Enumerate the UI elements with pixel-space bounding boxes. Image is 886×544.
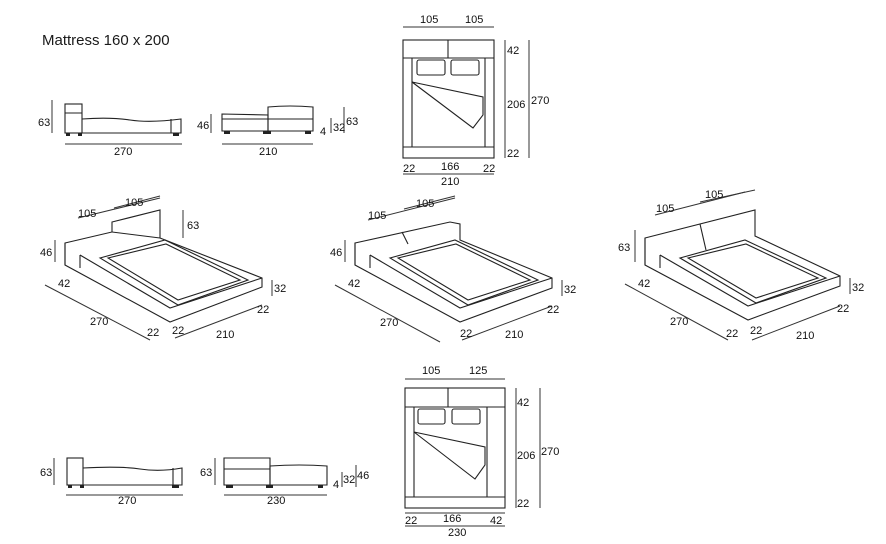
dim-label: 42 [58, 278, 70, 290]
dim-label: 105 [705, 189, 723, 201]
dim-label: 42 [638, 278, 650, 290]
dim-label: 42 [507, 45, 519, 57]
dim-label: 32 [564, 284, 576, 296]
dim-label: 166 [441, 161, 459, 173]
dim-label: 230 [267, 495, 285, 507]
side-view-1: 63 270 [38, 100, 182, 158]
pillow-shape [450, 59, 480, 76]
duvet-fold-shape [413, 431, 486, 480]
plan-view-1: 105 105 42 206 22 270 22 166 22 210 [402, 14, 549, 188]
dim-label: 46 [40, 247, 52, 259]
dim-label: 270 [380, 317, 398, 329]
dim-label: 42 [490, 515, 502, 527]
dim-label: 105 [422, 365, 440, 377]
dim-label: 63 [618, 242, 630, 254]
dim-label: 105 [656, 203, 674, 215]
dim-label: 22 [172, 325, 184, 337]
dim-label: 22 [837, 303, 849, 315]
dim-label: 22 [547, 304, 559, 316]
dim-label: 166 [443, 513, 461, 525]
dim-label: 22 [405, 515, 417, 527]
dim-label: 22 [517, 498, 529, 510]
plan-view-2: 105 125 42 206 22 270 22 166 42 230 [404, 365, 559, 539]
dim-label: 4 [320, 126, 326, 138]
dim-label: 22 [507, 148, 519, 160]
dim-label: 42 [348, 278, 360, 290]
dim-label: 105 [78, 208, 96, 220]
side-view-3: 63 270 [40, 457, 183, 507]
dim-label: 270 [114, 146, 132, 158]
dim-label: 105 [416, 198, 434, 210]
high-headboard-shape [223, 457, 271, 486]
dim-label: 230 [448, 527, 466, 539]
pillow-shape [451, 408, 481, 425]
dim-label: 22 [726, 328, 738, 340]
bed-base-shape [82, 466, 183, 486]
dim-label: 42 [517, 397, 529, 409]
dim-label: 63 [200, 467, 212, 479]
page-title: Mattress 160 x 200 [42, 32, 170, 49]
side-view-2: 46 4 32 63 210 [197, 105, 358, 158]
pillow-shape [416, 59, 446, 76]
dim-label: 125 [469, 365, 487, 377]
dim-label: 105 [368, 210, 386, 222]
iso-view-2: 105 105 46 42 270 22 32 22 210 [330, 195, 576, 343]
dim-label: 22 [750, 325, 762, 337]
dim-label: 46 [330, 247, 342, 259]
pillow-shape [417, 408, 446, 425]
dim-label: 206 [507, 99, 525, 111]
dim-label: 210 [441, 176, 459, 188]
dim-label: 4 [333, 479, 339, 491]
dim-label: 63 [40, 467, 52, 479]
dim-label: 210 [216, 329, 234, 341]
dim-label: 22 [147, 327, 159, 339]
dim-label: 270 [541, 446, 559, 458]
dim-label: 32 [333, 122, 345, 134]
dim-label: 270 [670, 316, 688, 328]
dim-label: 206 [517, 450, 535, 462]
duvet-fold-shape [411, 81, 484, 129]
high-headboard-shape [267, 105, 314, 132]
dim-label: 46 [197, 120, 209, 132]
dim-label: 32 [343, 474, 355, 486]
dim-label: 22 [483, 163, 495, 175]
dim-label: 22 [257, 304, 269, 316]
dim-label: 63 [38, 117, 50, 129]
dim-label: 270 [118, 495, 136, 507]
dim-label: 210 [505, 329, 523, 341]
dim-label: 105 [465, 14, 483, 26]
bed-base-shape [81, 117, 182, 134]
dim-label: 46 [357, 470, 369, 482]
headboard-shape [66, 457, 84, 486]
dim-label: 210 [796, 330, 814, 342]
dim-label: 105 [125, 197, 143, 209]
dim-label: 270 [90, 316, 108, 328]
dim-label: 63 [346, 116, 358, 128]
dim-label: 32 [852, 282, 864, 294]
dim-label: 270 [531, 95, 549, 107]
headboard-shape [64, 103, 83, 134]
low-headboard-shape [269, 464, 328, 486]
side-view-4: 63 4 32 46 230 [200, 457, 369, 507]
iso-view-1: 105 105 63 46 42 270 22 22 32 22 210 [40, 195, 286, 341]
dim-label: 105 [420, 14, 438, 26]
dim-label: 63 [187, 220, 199, 232]
dim-label: 22 [460, 328, 472, 340]
dim-label: 32 [274, 283, 286, 295]
dim-label: 210 [259, 146, 277, 158]
low-headboard-shape [221, 113, 269, 132]
iso-view-3: 105 105 63 42 270 22 22 32 22 210 [618, 189, 864, 342]
dim-label: 22 [403, 163, 415, 175]
